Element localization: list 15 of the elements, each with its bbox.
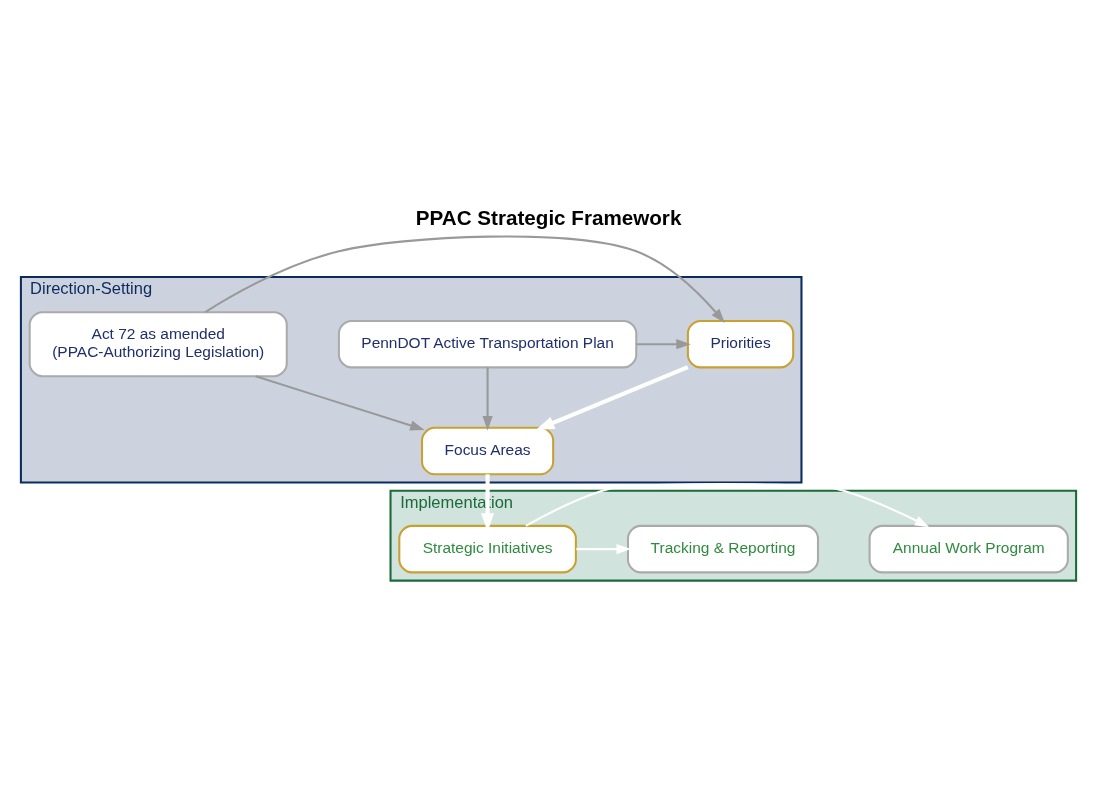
diagram-title: PPAC Strategic Framework bbox=[415, 205, 682, 229]
node-box: Focus Areas bbox=[421, 426, 555, 476]
node-box: Priorities bbox=[686, 319, 795, 369]
arrow bbox=[525, 483, 930, 528]
node-box: Tracking & Reporting bbox=[626, 524, 819, 574]
node-box: Act 72 as amended (PPAC-Authorizing Legislation) bbox=[28, 311, 288, 378]
node-box: Annual Work Program bbox=[868, 524, 1069, 574]
arrow bbox=[535, 365, 689, 431]
arrow bbox=[636, 339, 691, 350]
arrow bbox=[482, 367, 493, 431]
arrow bbox=[255, 375, 425, 431]
node-box: Strategic Initiatives bbox=[398, 524, 577, 574]
node-box: PennDOT Active Transportation Plan bbox=[337, 319, 638, 369]
arrow bbox=[204, 235, 725, 323]
arrow bbox=[576, 544, 631, 555]
